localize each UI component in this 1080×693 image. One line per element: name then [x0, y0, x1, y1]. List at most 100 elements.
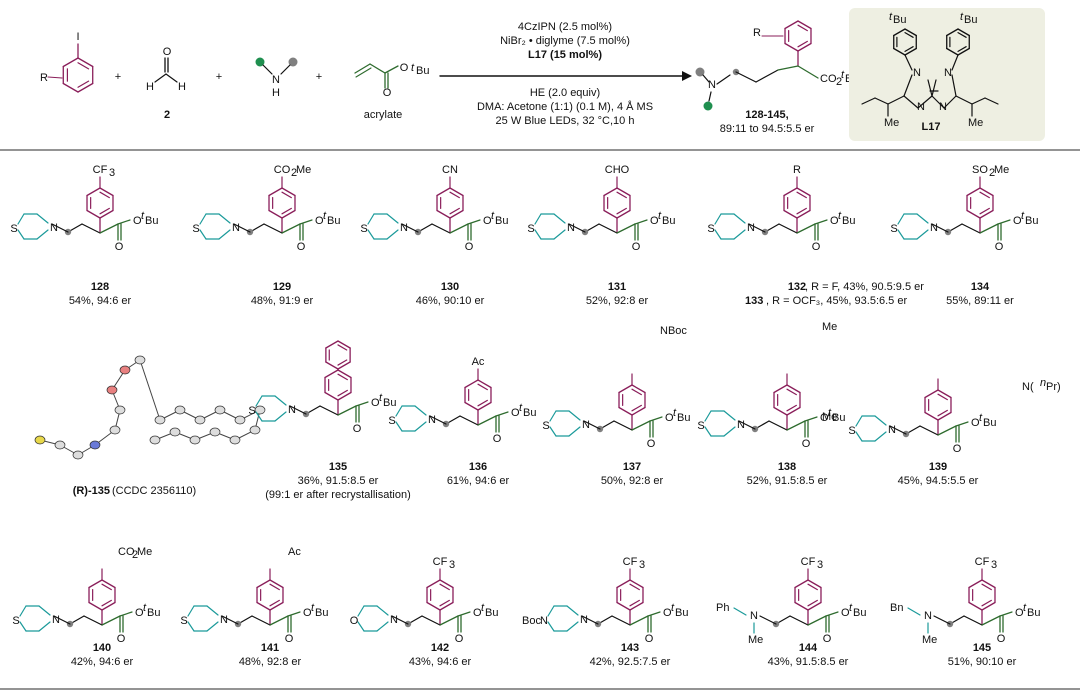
bond [797, 20, 812, 30]
bond [916, 229, 929, 240]
compound-yield: 51%, 90:10 er [948, 656, 1017, 668]
compound-id: 136 [469, 461, 487, 473]
bond [961, 223, 981, 234]
bond [759, 615, 777, 625]
bond [154, 73, 167, 83]
bond [855, 415, 863, 427]
bond [946, 28, 959, 37]
bond [337, 391, 352, 401]
bond [337, 389, 348, 397]
bond [931, 95, 945, 109]
bond [616, 207, 627, 215]
bond [631, 404, 642, 412]
bond [165, 73, 178, 83]
tert-label: t [143, 602, 147, 614]
bond [269, 579, 284, 589]
bond [101, 583, 112, 591]
bond [534, 229, 542, 240]
bond [414, 405, 427, 416]
bond [951, 54, 959, 71]
compound-id: 132 [788, 281, 806, 293]
tbu-label: Bu [523, 407, 536, 419]
atom-ellipsoid [209, 427, 221, 437]
bond [979, 209, 994, 219]
h-label: H [146, 81, 154, 93]
tert-label: t [671, 602, 675, 614]
bond [256, 601, 271, 611]
tert-label: t [311, 602, 315, 614]
bond [62, 82, 79, 93]
oxygen-label: O [650, 215, 659, 227]
bond [439, 601, 454, 611]
bond [723, 426, 736, 437]
n-label: N [428, 414, 436, 426]
xray-label: (R)-135 [73, 485, 110, 497]
heteroatom-label: S [10, 223, 17, 235]
bond [251, 615, 271, 626]
bond [916, 213, 929, 224]
bond [206, 621, 219, 632]
bond [495, 411, 509, 417]
bond [897, 213, 905, 225]
bond [904, 28, 917, 37]
tbu-label: Bu [964, 14, 977, 26]
bond [784, 42, 799, 52]
bond [88, 579, 103, 589]
oxygen-label: O [117, 633, 126, 645]
me-label: Me [884, 117, 899, 129]
reagent-2-label: 2 [164, 109, 170, 121]
bond [547, 605, 555, 617]
me-label: Me [822, 321, 837, 333]
bond [281, 209, 296, 219]
bond [807, 615, 827, 626]
bond [395, 405, 403, 417]
bond [937, 389, 952, 399]
bond [51, 223, 69, 233]
benzene-ring [268, 187, 296, 219]
bond [979, 207, 990, 215]
bond [773, 384, 788, 394]
oxygen-label: O [1013, 215, 1022, 227]
plus-sign: + [316, 71, 322, 83]
bond [634, 219, 648, 225]
bond [957, 28, 970, 37]
bond [981, 579, 996, 589]
bond [583, 420, 601, 430]
benzene-ring [946, 28, 970, 56]
bond [603, 187, 618, 197]
bond [401, 223, 419, 233]
bond [281, 191, 292, 199]
bond [629, 579, 644, 589]
bond [887, 95, 905, 105]
bond [807, 579, 822, 589]
bond [904, 54, 913, 71]
n-label: N [913, 67, 921, 79]
bond [748, 223, 766, 233]
compound-yield: 45%, 94.5:5.5 er [898, 475, 979, 487]
bond [889, 425, 907, 435]
bond [337, 340, 351, 349]
heteroatom-label: S [12, 615, 19, 627]
substituent-dot [695, 67, 705, 77]
oxygen-label: O [1015, 607, 1024, 619]
bond [937, 411, 952, 421]
compound-id: 133 [745, 295, 763, 307]
bond [723, 410, 736, 421]
n-label: N [567, 222, 575, 234]
co2me-label: Me [137, 546, 152, 558]
tert-label: t [323, 210, 327, 222]
bond [735, 71, 757, 83]
bond [36, 213, 49, 224]
atom-ellipsoid [234, 415, 246, 425]
tert-label: t [889, 11, 893, 23]
compound-yield: 36%, 91.5:8.5 er [298, 475, 379, 487]
bond [436, 209, 451, 219]
compound-yield: 42%, 92.5:7.5 er [590, 656, 671, 668]
bond [86, 209, 101, 219]
bond [897, 229, 905, 240]
bond [218, 213, 231, 224]
bond [101, 579, 116, 589]
